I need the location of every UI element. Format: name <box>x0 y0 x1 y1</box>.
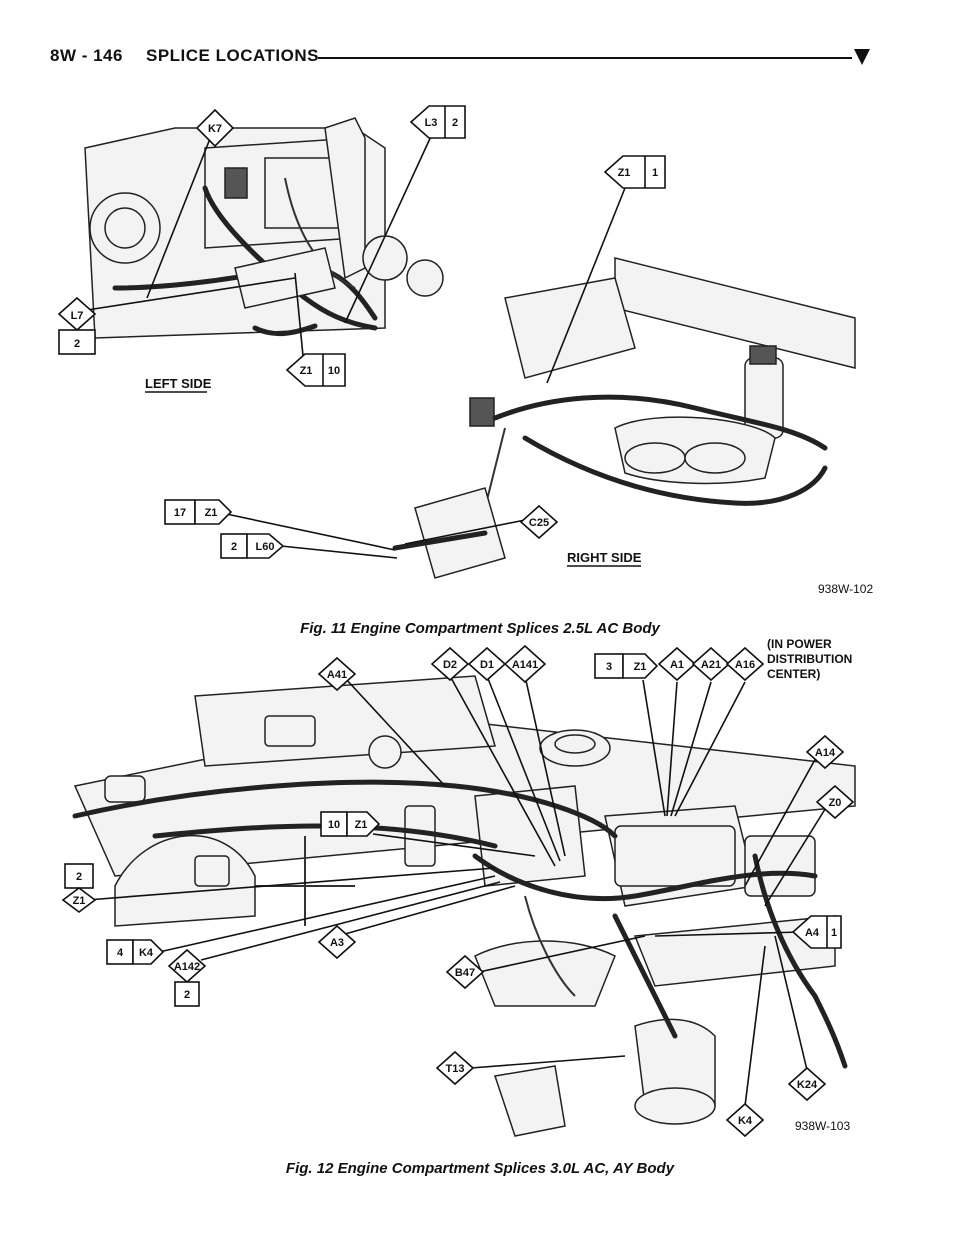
figure-12-caption: Fig. 12 Engine Compartment Splices 3.0L … <box>285 1160 675 1177</box>
note-line-3: CENTER) <box>767 667 820 681</box>
figure-11-code: 938W-102 <box>818 582 873 596</box>
callout-a1-label: A1 <box>670 659 684 671</box>
page-number: 8W - 146 <box>50 46 123 65</box>
callout-a16: A16 <box>674 646 765 817</box>
callout-z1-10: Z1 10 <box>285 272 346 387</box>
callout-l60-label: L60 <box>256 541 275 553</box>
section-title: SPLICE LOCATIONS <box>146 46 319 65</box>
callout-l60: 2 L60 <box>220 533 398 559</box>
callout-a141-label: A141 <box>512 659 538 671</box>
callout-z1-3-label: Z1 <box>634 661 647 673</box>
callout-k24-label: K24 <box>797 1079 818 1091</box>
page-header: 8W - 146 SPLICE LOCATIONS <box>50 44 870 74</box>
callout-k4-4-number: 4 <box>117 947 124 959</box>
callout-d1-label: D1 <box>480 659 494 671</box>
callout-z1-2-number: 2 <box>76 871 82 883</box>
callout-l60-number: 2 <box>231 541 237 553</box>
figure-11-caption: Fig. 11 Engine Compartment Splices 2.5L … <box>300 620 660 637</box>
callout-a141: A141 <box>503 644 566 857</box>
left-side-engine-drawing <box>84 117 444 339</box>
callout-a142: A142 2 <box>167 881 501 1007</box>
note-line-1: (IN POWER <box>767 637 832 651</box>
callout-a14-label: A14 <box>815 747 836 759</box>
callout-a21: A21 <box>670 646 731 817</box>
callout-z1-10b-number: 10 <box>328 819 340 831</box>
figure-12-code: 938W-103 <box>795 1119 850 1133</box>
callout-k4-4-label: K4 <box>139 947 154 959</box>
callout-l7-number: 2 <box>74 338 80 350</box>
callout-a1: A1 <box>657 646 697 817</box>
callout-c25-label: C25 <box>529 517 549 529</box>
callout-t13-label: T13 <box>446 1063 465 1075</box>
callout-z1-10-number: 10 <box>328 365 340 377</box>
callout-z1-1: Z1 1 <box>546 155 666 384</box>
callout-z1-17: 17 Z1 <box>164 499 396 551</box>
callout-l7: L7 2 <box>57 277 296 355</box>
callout-k7: K7 <box>146 108 235 299</box>
right-side-label: RIGHT SIDE <box>567 550 642 565</box>
callout-l7-label: L7 <box>71 310 84 322</box>
callout-z1-17-number: 17 <box>174 507 186 519</box>
callout-a3: A3 <box>317 885 516 960</box>
callout-z1-10-label: Z1 <box>300 365 313 377</box>
left-side-label: LEFT SIDE <box>145 376 212 391</box>
callout-d2: D2 <box>430 646 556 867</box>
header-rule <box>318 57 852 59</box>
callout-l3-number: 2 <box>452 117 458 129</box>
down-triangle-icon <box>854 49 870 65</box>
callout-z1-17-label: Z1 <box>205 507 218 519</box>
callout-k7-label: K7 <box>208 123 222 135</box>
callout-a16-label: A16 <box>735 659 755 671</box>
callout-b47-label: B47 <box>455 967 475 979</box>
callout-z1-2: 2 Z1 <box>61 863 496 913</box>
callout-d1: D1 <box>467 646 561 862</box>
callout-d2-label: D2 <box>443 659 457 671</box>
callout-z0-label: Z0 <box>829 797 842 809</box>
right-side-engine-drawing <box>392 257 856 579</box>
callout-l3: L3 2 <box>344 105 466 324</box>
callout-a4-number: 1 <box>831 927 837 939</box>
callout-a4-label: A4 <box>805 927 820 939</box>
callout-a41-label: A41 <box>327 669 347 681</box>
callout-z1-1-number: 1 <box>652 167 658 179</box>
callout-z0: Z0 <box>764 784 855 907</box>
callout-a3-label: A3 <box>330 937 344 949</box>
callout-b47: B47 <box>445 935 646 990</box>
callout-z1-3: 3 Z1 <box>594 653 666 817</box>
callout-k4-label: K4 <box>738 1115 753 1127</box>
callout-k4-4: 4 K4 <box>106 875 496 965</box>
callout-z1-10b-label: Z1 <box>355 819 368 831</box>
callout-a142-label: A142 <box>174 961 200 973</box>
callout-k24: K24 <box>774 935 827 1102</box>
callout-a142-number: 2 <box>184 989 190 1001</box>
callout-t13: T13 <box>435 1050 626 1086</box>
callout-k4: K4 <box>725 945 766 1138</box>
figure-12-diagram: A41 D2 D1 A141 3 Z1 A1 A21 A16 (IN POWER… <box>61 637 856 1138</box>
engine-3l-drawing <box>72 675 856 1137</box>
callout-a14: A14 <box>744 734 845 887</box>
callout-z1-2-label: Z1 <box>73 895 86 907</box>
note-line-2: DISTRIBUTION <box>767 652 852 666</box>
callout-l3-label: L3 <box>425 117 438 129</box>
callout-a21-label: A21 <box>701 659 721 671</box>
callout-z1-3-number: 3 <box>606 661 612 673</box>
callout-z1-1-label: Z1 <box>618 167 631 179</box>
callout-a4: A4 1 <box>654 915 842 949</box>
callout-c25: C25 <box>404 504 559 545</box>
callout-z1-10b: 10 Z1 <box>320 811 536 857</box>
callout-a41: A41 <box>317 656 446 787</box>
figure-11-diagram: K7 L3 2 Z1 1 L7 2 Z1 10 LEFT SIDE 17 Z1 <box>57 105 873 596</box>
